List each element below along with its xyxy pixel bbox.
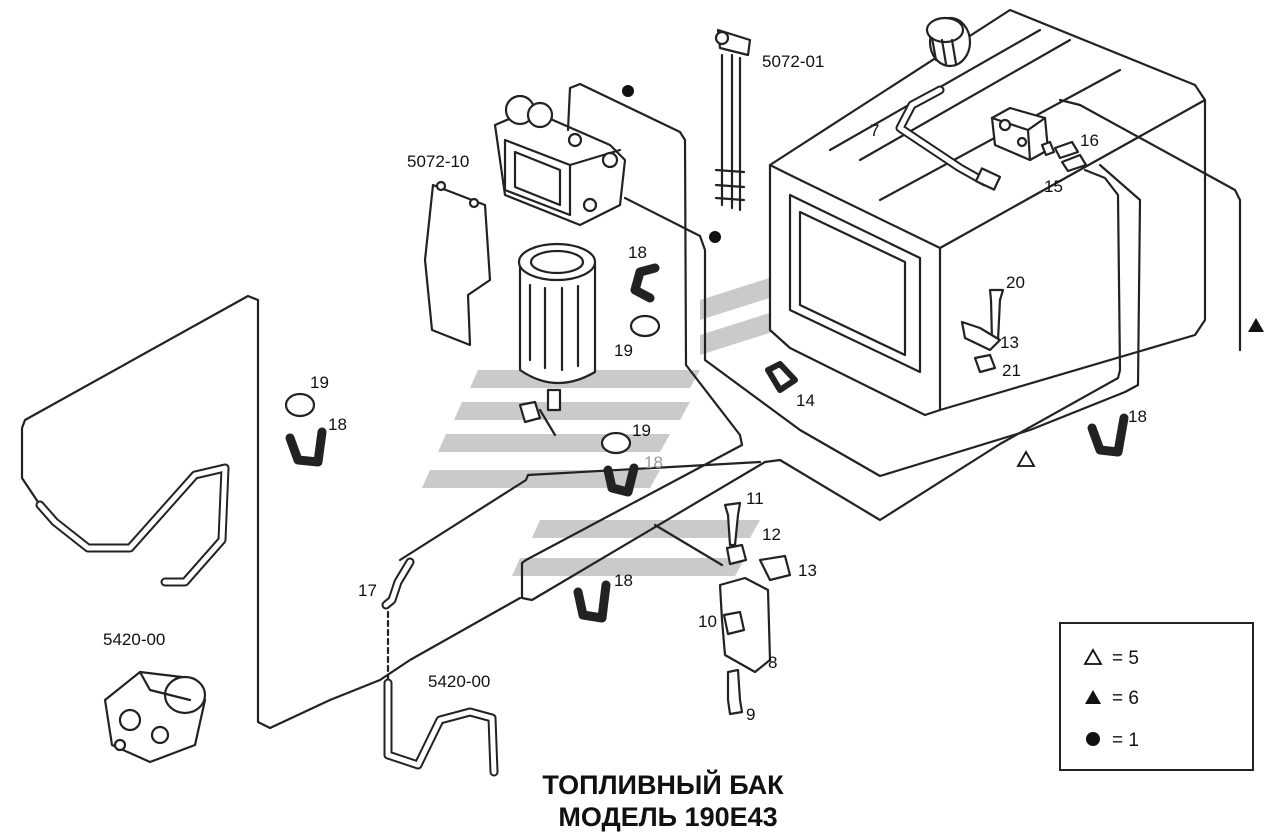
legend-filled-circle-icon xyxy=(1086,732,1100,746)
fuel-lines xyxy=(20,82,1242,730)
label-9: 9 xyxy=(746,705,755,724)
label-8: 8 xyxy=(768,653,777,672)
label-7: 7 xyxy=(870,121,879,140)
grommets xyxy=(284,314,661,455)
mounting-bracket-assembly xyxy=(718,501,792,716)
label-11: 11 xyxy=(746,489,764,508)
marker-open-triangle xyxy=(1016,450,1036,467)
label-5072-01: 5072-01 xyxy=(762,52,824,71)
fuel-sender-unit xyxy=(990,106,1050,162)
tank-mount-hardware xyxy=(960,288,1005,374)
legend-filled-triangle-icon xyxy=(1085,690,1101,704)
label-18-right: 18 xyxy=(1128,407,1147,426)
label-18-bot: 18 xyxy=(614,571,633,590)
label-12: 12 xyxy=(762,525,781,544)
label-21: 21 xyxy=(1002,361,1021,380)
label-5420-00-left: 5420-00 xyxy=(103,630,165,649)
label-13-top: 13 xyxy=(1000,333,1019,352)
label-10: 10 xyxy=(698,612,717,631)
label-18-mid: 18 xyxy=(644,453,663,472)
filter-head xyxy=(493,94,627,227)
diagram-title-line2: МОДЕЛЬ 190E43 xyxy=(558,802,777,832)
legend-open-triangle-icon xyxy=(1083,648,1103,665)
label-14: 14 xyxy=(796,391,815,410)
marker-filled-triangle xyxy=(1248,318,1264,332)
label-19-mid: 19 xyxy=(632,421,651,440)
legend-item-2-text: = 6 xyxy=(1112,688,1139,709)
legend-box: = 5 = 6 = 1 xyxy=(1059,622,1254,771)
hose-5420-00-mid xyxy=(383,678,499,777)
label-19-top: 19 xyxy=(614,341,633,360)
label-20: 20 xyxy=(1006,273,1025,292)
fitting-15-16 xyxy=(1040,140,1088,173)
filter-bracket-plate xyxy=(423,183,492,347)
label-19-left: 19 xyxy=(310,373,329,392)
legend-item-3-text: = 1 xyxy=(1112,730,1139,751)
marker-circle-2 xyxy=(709,231,721,243)
label-13-bot: 13 xyxy=(798,561,817,580)
hose-5420-00-left xyxy=(35,463,230,587)
level-sender xyxy=(714,28,752,212)
label-18-left: 18 xyxy=(328,415,347,434)
filter-cartridge xyxy=(517,242,597,437)
fuel-pump xyxy=(103,670,207,764)
legend-item-1-text: = 5 xyxy=(1112,648,1139,669)
marker-circle-1 xyxy=(622,85,634,97)
label-17: 17 xyxy=(358,581,377,600)
label-16: 16 xyxy=(1080,131,1099,150)
label-15: 15 xyxy=(1044,177,1063,196)
filler-cap xyxy=(925,16,972,68)
label-5072-10: 5072-10 xyxy=(407,152,469,171)
fuel-tank xyxy=(768,8,1207,417)
label-18-top: 18 xyxy=(628,243,647,262)
diagram-title-line1: ТОПЛИВНЫЙ БАК xyxy=(542,769,784,800)
label-5420-00-mid: 5420-00 xyxy=(428,672,490,691)
hose-clamps xyxy=(285,263,1129,623)
